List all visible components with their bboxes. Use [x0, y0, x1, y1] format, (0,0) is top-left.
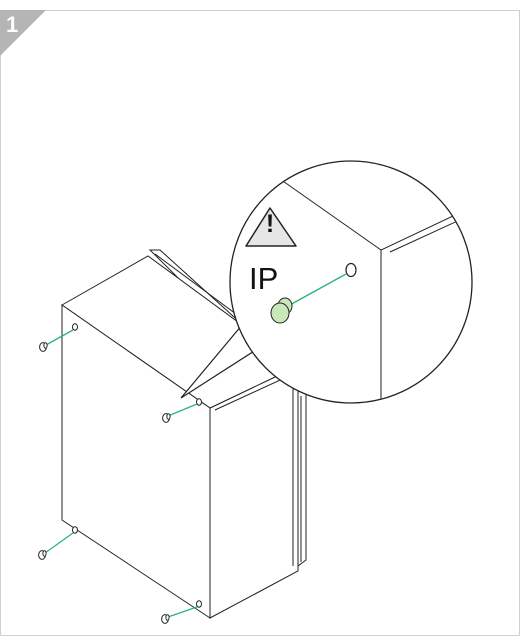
- mounting-hole: [72, 323, 78, 331]
- callout-hole: [345, 262, 357, 278]
- callout-box-edge: [269, 171, 382, 251]
- seal-line: [167, 606, 198, 618]
- callout-seal-line: [287, 273, 347, 307]
- step-badge: [0, 10, 46, 56]
- mounting-hole: [196, 600, 202, 608]
- seal-line: [45, 329, 74, 346]
- mounting-screw-icon: [161, 614, 170, 624]
- callout-circle: [229, 160, 473, 404]
- mounting-screw-icon: [39, 342, 48, 352]
- ip-rating-label: IP: [249, 261, 279, 296]
- mounting-hole: [196, 398, 202, 406]
- warning-triangle-icon: [245, 207, 297, 247]
- mounting-hole: [72, 526, 78, 534]
- diagram-frame: [0, 10, 520, 636]
- enclosure-front-face: [61, 304, 211, 619]
- step-number: 1: [6, 12, 19, 37]
- mounting-screw-icon: [38, 550, 47, 560]
- warning-exclamation: !: [265, 210, 275, 238]
- seal-line: [44, 532, 74, 554]
- plug-icon: [270, 297, 293, 324]
- enclosure-box: [61, 249, 307, 619]
- mounting-screw-icon: [162, 413, 171, 423]
- enclosure-side-face: [209, 365, 299, 619]
- seal-line: [167, 403, 198, 417]
